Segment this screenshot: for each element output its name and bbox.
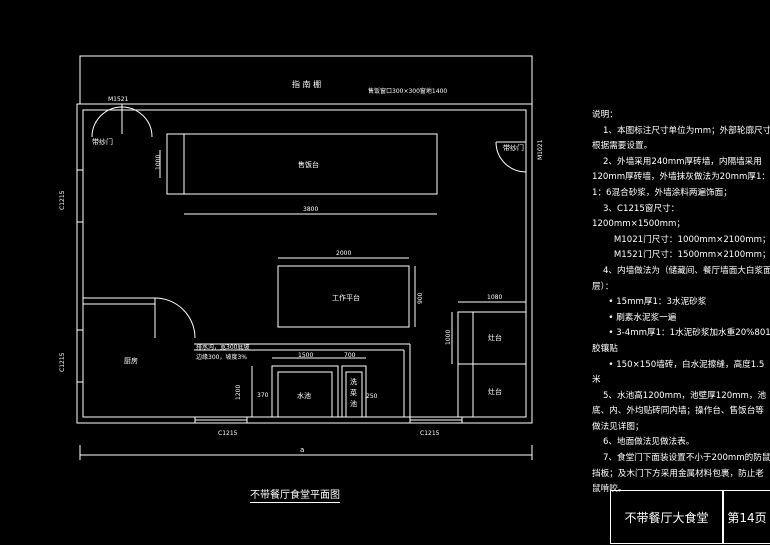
note-line: 2、外墙采用240mm厚砖墙，内隔墙采用120mm厚砖墙，外墙抹灰做法为20mm…	[592, 156, 770, 198]
stove-bottom-label: 灶台	[488, 387, 502, 396]
dim-2000-label: 2000	[336, 250, 351, 257]
window-c1215-left-top-label: C1215	[59, 190, 66, 210]
dim-1080-label: 1080	[487, 294, 502, 301]
corridor-label: 指 南 棚	[292, 79, 321, 89]
dim-a-label: a	[300, 446, 304, 454]
note-line: 3、C1215窗尺寸：1200mm×1500mm；	[592, 203, 686, 230]
work-table-label: 工作平台	[332, 293, 360, 302]
window-c1215-bottom-left-label: C1215	[218, 430, 238, 437]
note-line: • 15mm厚1：3水泥砂浆	[592, 297, 707, 308]
window-left-top	[76, 169, 84, 223]
veg-wash-label-2: 菜	[350, 388, 357, 397]
dim-1200-label: 1200	[235, 385, 242, 400]
dim-1500-label: 1500	[298, 352, 313, 359]
note-line: M1021门尺寸：1000mm×2100mm；	[592, 234, 770, 245]
exterior-wall-inner	[82, 109, 527, 418]
door-m1021-swing	[495, 141, 527, 173]
note-line: • 刷素水泥浆一遍	[592, 312, 677, 323]
plan-title: 不带餐厅食堂平面图	[250, 486, 340, 503]
dim-1000-right-label: 1000	[445, 330, 452, 345]
dim-3800-label: 3800	[303, 206, 318, 213]
note-line: 4、内墙做法为（储藏间、餐厅墙面大白浆面层）：	[592, 265, 770, 292]
page-number-box: 第14页	[723, 490, 770, 544]
sink-label: 水池	[297, 391, 311, 400]
serving-counter	[166, 133, 438, 195]
note-line: 7、食堂门下面装设置不小于200mm的防鼠挡板；及木门下方采用金属材料包裹，防止…	[592, 453, 770, 495]
door-m1021-label: M1021	[537, 139, 544, 160]
drawing-name-box: 不带餐厅大食堂	[610, 490, 723, 544]
work-table	[277, 265, 410, 328]
note-line: • 150×150墙砖，白水泥擦缝，高度1.5米	[592, 359, 765, 386]
door-m1521-swing-right	[121, 106, 153, 138]
dim-250-label: 250	[366, 393, 378, 400]
stove-top-label: 灶台	[488, 333, 502, 342]
note-line: M1521门尺寸：1500mm×2100mm；	[592, 250, 770, 261]
door-m1521-label: M1521	[108, 96, 129, 103]
dim-900-label: 900	[417, 292, 424, 304]
screen-door-right-label: 带纱门	[503, 143, 524, 152]
door-m1521-swing-left	[91, 106, 123, 138]
exterior-wall-outer	[76, 103, 533, 424]
note-line: • 3-4mm厚1：1水泥砂浆加水重20%801胶镶贴	[592, 328, 770, 354]
window-c1215-left-bottom-label: C1215	[59, 352, 66, 372]
design-notes: 说明： 1、本图标注尺寸单位为mm；外部轮廓尺寸根据需要设置。 2、外墙采用24…	[592, 108, 770, 498]
screen-door-left-label: 带纱门	[92, 137, 113, 146]
kitchen-label: 厨房	[124, 356, 138, 365]
drain-note-1: 排水沟，宽300底坡	[196, 343, 249, 351]
serving-counter-label: 售饭台	[298, 160, 319, 169]
dim-1000-label: 1000	[155, 155, 162, 170]
note-line: 说明：	[592, 110, 618, 120]
note-line: 5、水池高1200mm，池壁厚120mm，池底、内、外均贴砖同内墙；操作台、售饭…	[592, 390, 767, 432]
window-left-bottom	[76, 329, 84, 383]
window-c1215-bottom-right-label: C1215	[420, 430, 440, 437]
note-line: 6、地面做法见做法表。	[592, 437, 695, 448]
dim-370-label: 370	[257, 392, 269, 399]
veg-wash-label-3: 池	[350, 399, 357, 408]
note-line: 1、本图标注尺寸单位为mm；外部轮廓尺寸根据需要设置。	[592, 125, 770, 152]
veg-wash-label-1: 洗	[350, 377, 357, 386]
window-note-label: 售饭窗口300×300窗地1400	[368, 87, 447, 95]
drain-note-2: 边缘300，坡度3%	[196, 353, 247, 361]
dim-700-label: 700	[344, 352, 356, 359]
kitchen-door-swing	[154, 297, 196, 339]
